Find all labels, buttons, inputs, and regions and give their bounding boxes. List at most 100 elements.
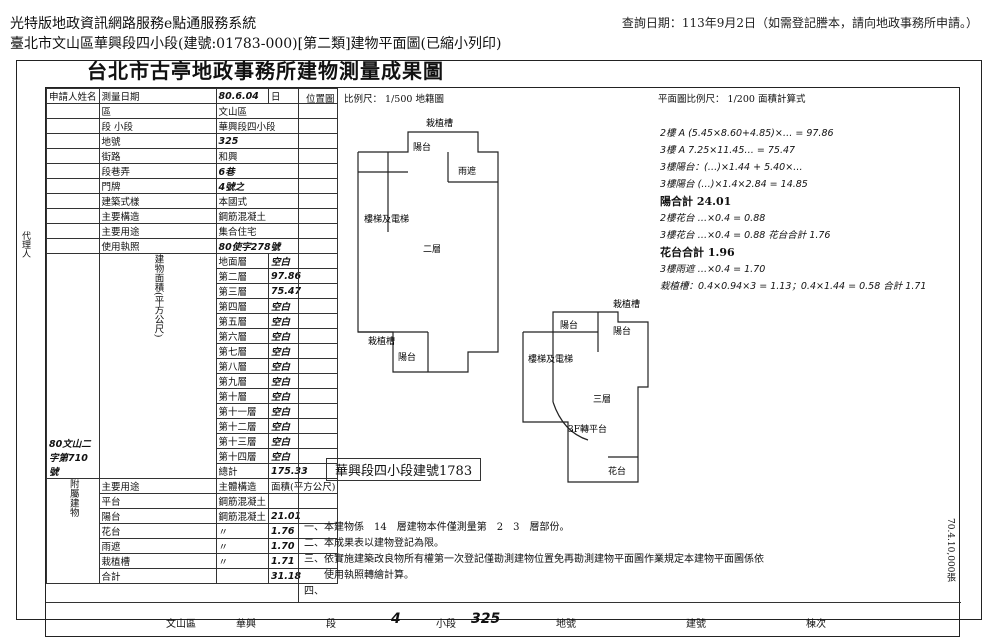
applicant-number: 80文山二字第710號 [46,253,100,479]
plan-label-upper: 二層 [423,244,441,255]
material-label: 主要構造 [98,208,217,224]
building-info-table: 申請人姓名 測量日期 80.6.04 日 區 文山區 段 小段 華興段四小段 地… [46,88,339,584]
location-scale: 位置圖 比例尺： 1/500 地籍圖 [306,91,444,105]
survey-date-label: 測量日期 [98,88,217,104]
query-date: 查詢日期：113年9月2日（如需登記謄本，請向地政事務所申請。） [621,16,978,30]
record-line: 臺北市文山區華興段四小段(建號:01783-000)[第二類]建物平面圖(已縮小… [10,36,502,52]
document-title: 台北市古亭地政事務所建物測量成果圖 [87,59,444,83]
plan-label-balcony-3: 陽台 [560,319,578,331]
survey-frame: 申請人姓名 測量日期 80.6.04 日 區 文山區 段 小段 華興段四小段 地… [45,87,961,639]
scale-right-label: 平面圖比例尺： [658,94,725,105]
footer-row: 文山區 華興 段 4 小段 325 地號 建號 棟次 [46,602,961,639]
floor-value: 空白 [268,358,339,374]
plan-label-balcony: 陽台 [413,141,431,153]
aux-use: 合計 [98,568,217,584]
side-print-stamp: 70.4.10,000張 [945,518,955,582]
floor-name: 第十層 [215,388,270,404]
scale-left-suffix: 地籍圖 [415,94,444,105]
applicant-label: 申請人姓名 [46,88,100,104]
building-number-stamp: 華興段四小段建號1783 [326,458,482,481]
lane-label: 段巷弄 [98,163,217,179]
scale-left-value: 1/500 [385,94,413,105]
calc-total: 花台合計 1.96 [660,246,735,259]
floor-name: 第六層 [215,328,270,344]
aux-struct [215,568,270,584]
plan-label-stair-2: 樓梯及電梯 [528,353,573,365]
plan-label-rain: 雨遮 [458,165,476,177]
floor-name: 第十三層 [215,433,270,449]
lot-label: 地號 [98,133,217,149]
aux-use: 陽台 [98,508,217,524]
floor-name: 第二層 [215,268,270,284]
aux-use: 雨遮 [98,538,217,554]
floor-name: 第四層 [215,298,270,314]
floors-label: 建物面積(平方公尺) [98,253,217,479]
floor-name: 第九層 [215,373,270,389]
floor-name: 第三層 [215,283,270,299]
calc-line: 3樓陽台：(…)×1.44 + 5.40×… [660,162,803,173]
calc-line: 栽植槽：0.4×0.94×3 = 1.13；0.4×1.44 = 0.58 合計… [660,281,927,292]
survey-notes: 一、本建物係 14 層建物本件僅測量第 2 3 層部份。 二、本成果表以建物登記… [304,520,764,600]
footer-section-suffix: 段 [326,619,336,630]
footer-subsection: 4 [391,611,401,627]
note-line: 二、本成果表以建物登記為限。 [304,538,444,549]
calc-line: 2樓 A (5.45×8.60+4.85)×… = 97.86 [660,128,834,139]
aux-struct: 〃 [215,553,270,569]
plan-label-flower-2: 栽植槽 [613,298,640,310]
floor-plan-drawing: 樓梯及電梯 二層 陽台 栽植槽 雨遮 陽台 栽植槽 三層 樓梯及電梯 3F轉平台… [357,117,649,483]
floor-name: 第十二層 [215,418,270,434]
street-label: 街路 [98,148,217,164]
plan-label-stair: 樓梯及電梯 [364,213,409,225]
use-label: 主要用途 [98,223,217,239]
floor-value: 75.47 [268,283,339,299]
calc-line: 3樓花台 …×0.4 = 0.88 花台合計 1.76 [660,230,831,241]
calc-line: 3樓雨遮 …×0.4 = 1.70 [660,264,766,275]
system-name: 光特版地政資訊網路服務e點通服務系統 [10,16,257,32]
footer-subsection-suffix: 小段 [436,619,456,630]
floor-name: 第八層 [215,358,270,374]
aux-struct: 〃 [215,523,270,539]
district-label: 區 [98,103,217,119]
aux-struct: 鋼筋混凝土 [215,493,270,509]
calc-line: 3樓陽台 (…)×1.4×2.84 = 14.85 [660,179,808,190]
scale-left-label: 位置圖 比例尺： [306,94,383,105]
note-line: 三、依實施建築改良物所有權第一次登記僅勘測建物位置免再勘測建物平面圖作業規定本建… [304,554,764,565]
aux-struct: 〃 [215,538,270,554]
floor-name: 第十四層 [215,448,270,464]
footer-series-suffix: 棟次 [806,619,826,630]
calc-line: 3樓 A 7.25×11.45… = 75.47 [660,145,796,156]
footer-district: 文山區 [166,619,196,630]
lower-plan-outline [522,311,649,483]
plan-label-flower: 栽植槽 [426,117,453,129]
aux-use: 栽植槽 [98,553,217,569]
floor-name: 第十一層 [215,403,270,419]
plan-label-planter-2: 花台 [608,465,626,477]
area-calculation: 2樓 A (5.45×8.60+4.85)×… = 97.86 3樓 A 7.2… [660,126,926,296]
floor-name: 第五層 [215,313,270,329]
aux-header-use: 主要用途 [98,478,217,494]
plan-label-balcony-2: 陽台 [398,351,416,363]
plan-scale: 平面圖比例尺： 1/200 面積計算式 [658,91,805,105]
floor-name: 地面層 [215,253,270,269]
aux-label: 附屬建物 [46,478,100,584]
form-divider [298,88,299,602]
section-label: 段 小段 [98,118,217,134]
calc-line: 2樓花台 …×0.4 = 0.88 [660,213,766,224]
footer-building-suffix: 建號 [686,619,706,630]
aux-use: 平台 [98,493,217,509]
total-label: 總計 [215,463,270,479]
structure-label: 建築式樣 [98,193,217,209]
floor-value: 空白 [268,433,339,449]
number-label: 門牌 [98,178,217,194]
plan-label-balcony-4: 陽台 [613,325,631,337]
note-line: 使用執照轉繪計算。 [304,570,414,581]
footer-section: 華興 [236,619,256,630]
scale-right-value: 1/200 [727,94,755,105]
agent-label: 代理人 [20,231,30,258]
plan-label-lower: 三層 [593,394,611,405]
permit-label: 使用執照 [98,238,217,254]
aux-area: 31.18 [268,568,339,584]
page-header-left: 光特版地政資訊網路服務e點通服務系統 臺北市文山區華興段四小段(建號:01783… [10,14,501,54]
plan-label-porch: 3F轉平台 [568,423,607,435]
note-line: 四、 [304,586,324,597]
